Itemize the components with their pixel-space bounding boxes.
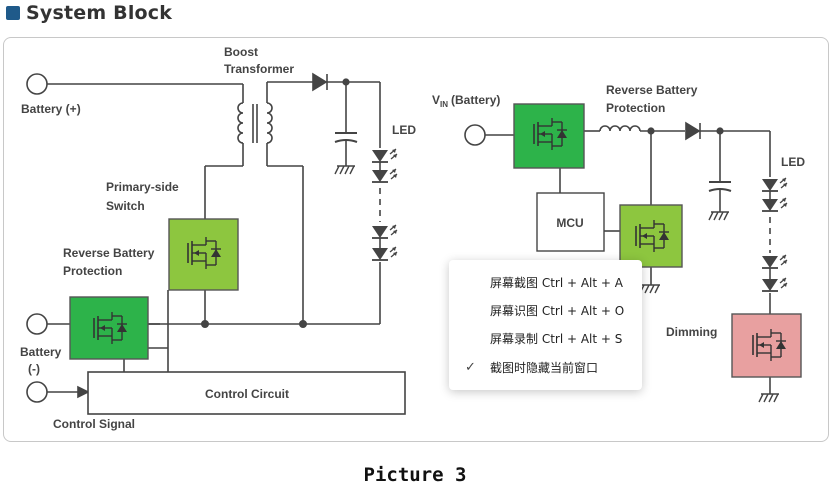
boost-label-2: Transformer xyxy=(224,62,294,76)
reverse-label-right-1: Reverse Battery xyxy=(606,83,698,97)
left-diagram xyxy=(26,72,381,403)
primary-label-2: Switch xyxy=(106,199,145,213)
led-label-right: LED xyxy=(781,155,805,169)
ground-icon xyxy=(639,284,661,294)
ground-icon xyxy=(758,393,780,403)
picture-caption: Picture 3 xyxy=(363,464,467,486)
battery-minus-label-2: (-) xyxy=(28,362,40,376)
output-capacitor-right xyxy=(708,188,732,192)
primary-switch-box xyxy=(168,218,239,291)
dimming-label: Dimming xyxy=(666,325,717,339)
check-icon: ✓ xyxy=(465,359,476,375)
ground-icon xyxy=(708,211,730,221)
heading-square-icon xyxy=(6,6,20,20)
led-icon xyxy=(761,277,788,292)
transformer-secondary-coil xyxy=(266,102,273,144)
vin-label: VIN(Battery) xyxy=(432,93,500,109)
reverse-label-left-2: Protection xyxy=(63,264,122,278)
right-diagram xyxy=(464,121,771,394)
led-icon xyxy=(371,148,398,163)
section-heading: System Block xyxy=(6,0,172,26)
led-icon xyxy=(761,177,788,192)
inductor xyxy=(599,125,641,132)
led-icon xyxy=(761,197,788,212)
menu-item-hide-window[interactable]: ✓ 截图时隐藏当前窗口 xyxy=(465,359,599,375)
control-signal-label: Control Signal xyxy=(53,417,135,431)
reverse-label-right-2: Protection xyxy=(606,101,665,115)
reverse-battery-box-right xyxy=(513,103,585,169)
mcu-label: MCU xyxy=(556,216,583,230)
ground-icon xyxy=(334,165,356,175)
led-icon xyxy=(371,224,398,239)
led-icon xyxy=(371,168,398,183)
menu-item-screen-recognize[interactable]: 屏幕识图 Ctrl + Alt + O xyxy=(490,303,625,318)
context-menu: 屏幕截图 Ctrl + Alt + A 屏幕识图 Ctrl + Alt + O … xyxy=(449,260,642,390)
output-capacitor xyxy=(334,139,358,143)
control-circuit-box xyxy=(87,371,406,415)
output-diode xyxy=(685,121,701,141)
menu-item-screenshot[interactable]: 屏幕截图 Ctrl + Alt + A xyxy=(490,275,623,290)
battery-plus-terminal xyxy=(26,73,48,95)
led-icon xyxy=(761,254,788,269)
battery-minus-label-1: Battery xyxy=(20,345,62,359)
primary-label-1: Primary-side xyxy=(106,180,179,194)
led-label-left: LED xyxy=(392,123,416,137)
boost-label-1: Boost xyxy=(224,45,258,59)
control-signal-terminal xyxy=(26,381,48,403)
reverse-label-left-1: Reverse Battery xyxy=(63,246,155,260)
led-icon xyxy=(371,246,398,261)
control-circuit-label: Control Circuit xyxy=(205,387,289,401)
mcu-box xyxy=(536,192,605,252)
transformer-primary-coil xyxy=(237,102,244,144)
vin-terminal xyxy=(464,124,486,146)
battery-plus-label: Battery (+) xyxy=(21,102,81,116)
battery-minus-terminal xyxy=(26,313,48,335)
boost-diode xyxy=(312,72,328,92)
section-title: System Block xyxy=(26,2,173,24)
menu-item-screen-record[interactable]: 屏幕录制 Ctrl + Alt + S xyxy=(490,331,623,346)
